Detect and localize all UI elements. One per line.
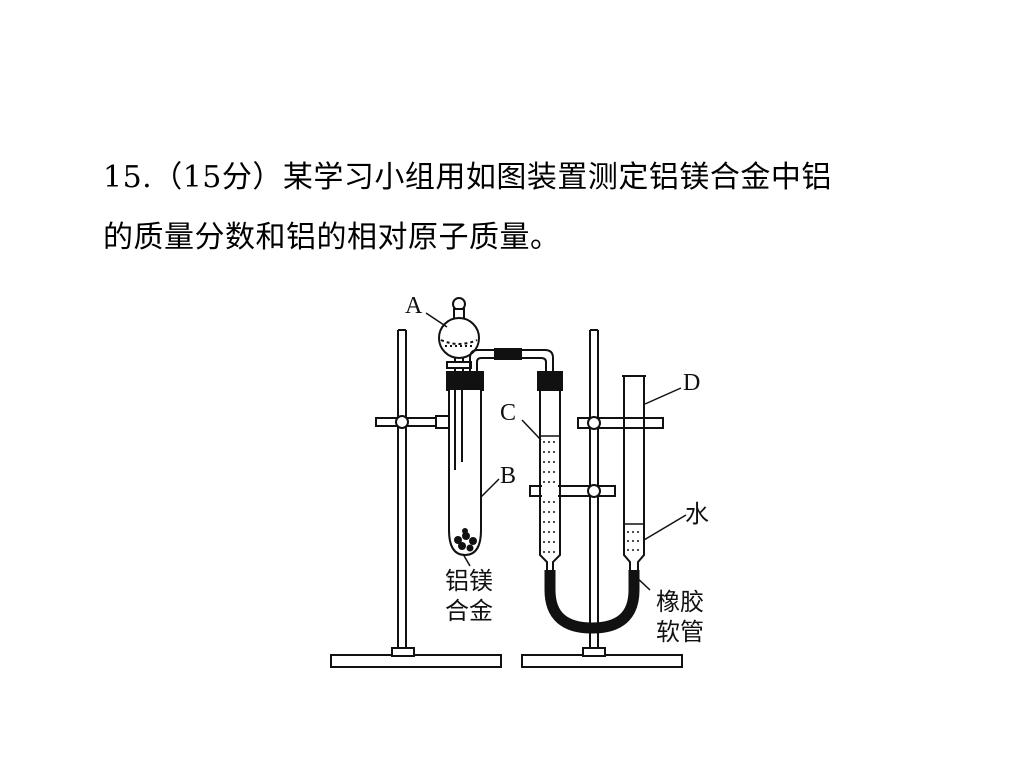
connecting-tube <box>469 348 554 378</box>
label-alloy-line2: 合金 <box>445 597 493 625</box>
question-text-line-1: 15.（15分）某学习小组用如图装置测定铝镁合金中铝 <box>103 160 832 195</box>
apparatus-diagram: A B C D 水 铝镁 合金 橡胶 软管 <box>330 293 709 668</box>
rubber-hose <box>544 570 640 634</box>
label-hose-line2: 软管 <box>656 618 704 646</box>
label-water: 水 <box>685 500 709 528</box>
label-c: C <box>500 400 516 426</box>
label-d: D <box>683 370 700 396</box>
question-text-line-2: 的质量分数和铝的相对原子质量。 <box>103 220 561 255</box>
label-a: A <box>405 293 423 319</box>
label-hose-line1: 橡胶 <box>656 588 704 616</box>
right-iron-stand <box>521 329 683 668</box>
test-tube-b <box>446 371 484 557</box>
label-b: B <box>500 463 516 489</box>
leveling-tube-d <box>622 375 646 572</box>
alloy-pieces <box>454 528 477 552</box>
measuring-tube-c <box>537 371 563 572</box>
label-alloy-line1: 铝镁 <box>445 567 493 595</box>
label-leader-lines <box>425 312 687 591</box>
separatory-funnel-a <box>438 297 480 376</box>
